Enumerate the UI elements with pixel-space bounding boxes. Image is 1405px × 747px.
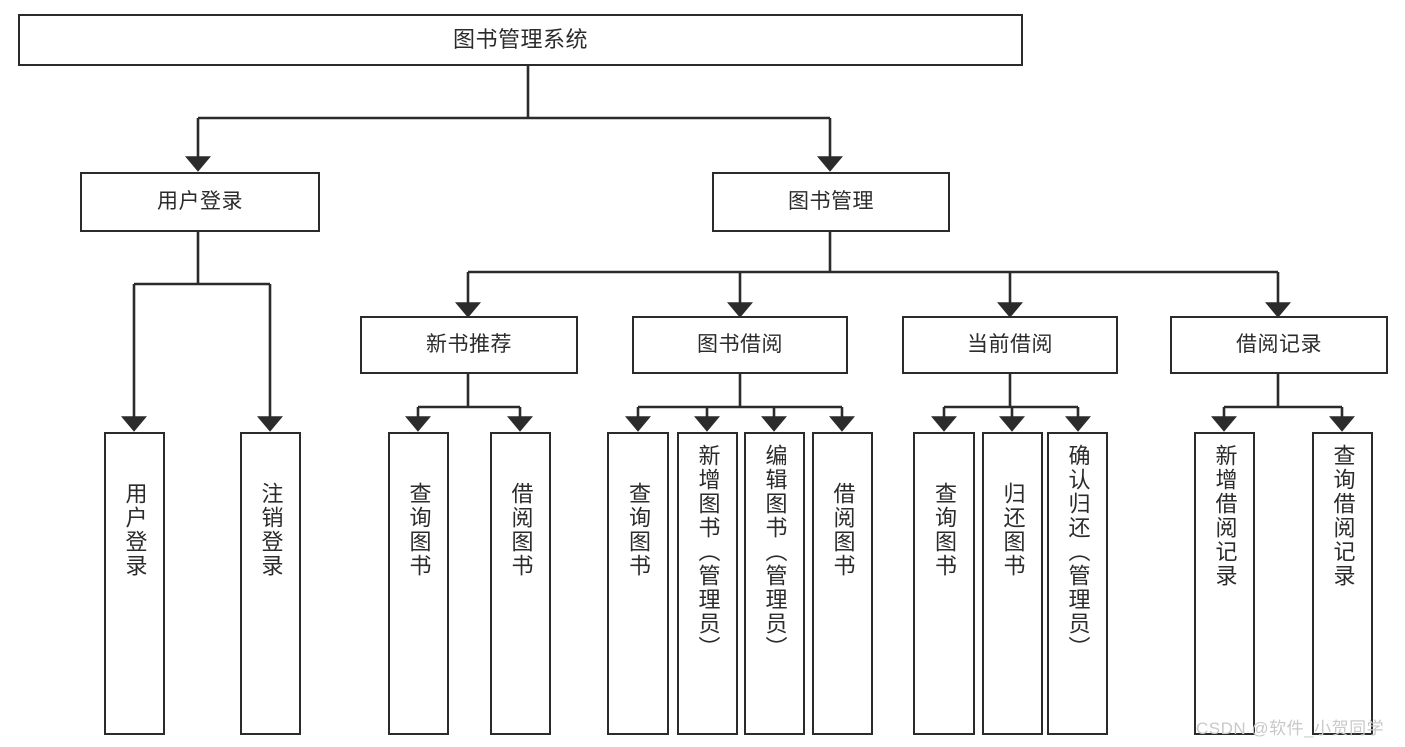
leaf-current-borrow-query[interactable]: 查询图书 <box>913 432 975 735</box>
leaf-book-borrow-borrow[interactable]: 借阅图书 <box>812 432 873 735</box>
leaf-new-book-borrow[interactable]: 借阅图书 <box>490 432 551 735</box>
leaf-user-login-logout[interactable]: 注销登录 <box>240 432 301 735</box>
leaf-borrow-record-query[interactable]: 查询借阅记录 <box>1312 432 1373 735</box>
node-book-management[interactable]: 图书管理 <box>712 172 950 232</box>
node-user-login[interactable]: 用户登录 <box>80 172 320 232</box>
node-borrow-record[interactable]: 借阅记录 <box>1170 316 1388 374</box>
node-label: 查询借阅记录 <box>1330 444 1356 588</box>
node-label: 查询图书 <box>626 482 651 578</box>
node-label: 新书推荐 <box>426 333 512 357</box>
node-label: 用户登录 <box>157 190 243 214</box>
csdn-watermark: CSDN @软件_小贺同学 <box>1196 719 1385 738</box>
node-label: 查询图书 <box>932 482 957 578</box>
node-label: 用户登录 <box>122 482 148 578</box>
node-label: 借阅图书 <box>830 482 856 578</box>
node-label: 确认归还（管理员） <box>1065 444 1091 660</box>
leaf-current-borrow-confirm-return[interactable]: 确认归还（管理员） <box>1047 432 1108 735</box>
node-label: 当前借阅 <box>967 333 1053 357</box>
leaf-borrow-record-add[interactable]: 新增借阅记录 <box>1194 432 1255 735</box>
node-root-system[interactable]: 图书管理系统 <box>18 14 1023 66</box>
leaf-current-borrow-return[interactable]: 归还图书 <box>982 432 1043 735</box>
node-book-borrow[interactable]: 图书借阅 <box>632 316 848 374</box>
leaf-user-login-login[interactable]: 用户登录 <box>104 432 165 735</box>
node-label: 查询图书 <box>406 482 432 578</box>
node-label: 借阅图书 <box>508 482 534 578</box>
node-label: 归还图书 <box>1000 482 1026 578</box>
leaf-book-borrow-add[interactable]: 新增图书（管理员） <box>677 432 738 735</box>
leaf-new-book-query[interactable]: 查询图书 <box>388 432 449 735</box>
node-label: 图书借阅 <box>697 333 783 357</box>
node-label: 新增图书（管理员） <box>695 444 721 660</box>
node-label: 图书管理系统 <box>452 26 588 52</box>
node-new-book-recommend[interactable]: 新书推荐 <box>360 316 578 374</box>
node-current-borrow[interactable]: 当前借阅 <box>902 316 1118 374</box>
leaf-book-borrow-edit[interactable]: 编辑图书（管理员） <box>744 432 805 735</box>
leaf-book-borrow-query[interactable]: 查询图书 <box>607 432 669 735</box>
node-label: 注销登录 <box>258 482 284 578</box>
node-label: 新增借阅记录 <box>1212 444 1238 588</box>
node-label: 编辑图书（管理员） <box>762 444 788 660</box>
node-label: 图书管理 <box>788 190 874 214</box>
node-label: 借阅记录 <box>1236 333 1322 357</box>
